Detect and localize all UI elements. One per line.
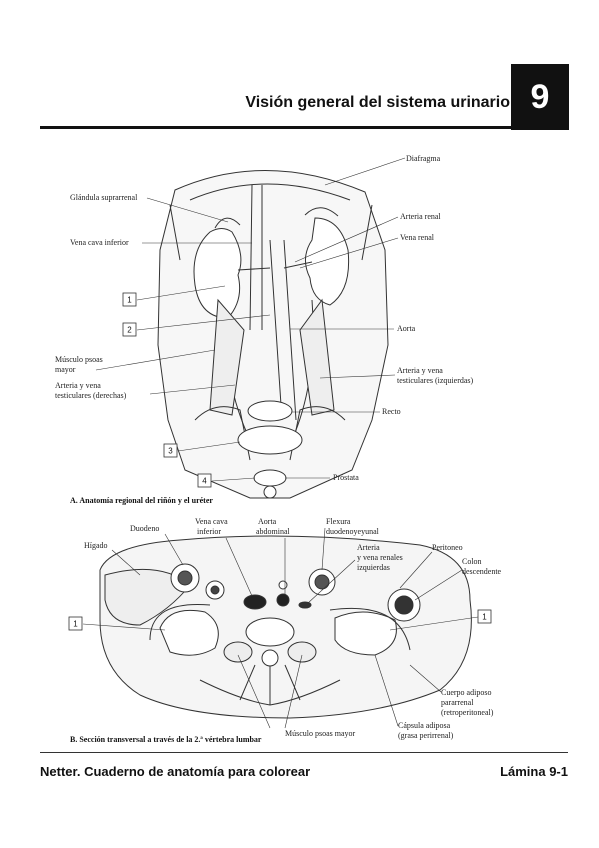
label-colon-line1: Colon — [462, 557, 482, 566]
label-flexura-line2: duodenoyeyunal — [326, 527, 380, 536]
label-vena-renal: Vena renal — [400, 233, 435, 242]
svg-text:3: 3 — [168, 447, 173, 456]
footer-book-title: Netter. Cuaderno de anatomía para colore… — [40, 764, 311, 779]
label-psoas-line2: mayor — [55, 365, 76, 374]
label-art-renales-line1: Arteria — [357, 543, 380, 552]
chapter-number: 9 — [511, 64, 569, 130]
label-duodeno: Duodeno — [130, 524, 159, 533]
label-aorta-line2: abdominal — [256, 527, 291, 536]
figure-b-drawing — [99, 535, 472, 719]
figure-a-box-2: 2 — [122, 322, 137, 337]
label-art-vena-der-line2: testiculares (derechas) — [55, 391, 127, 400]
figure-b-leaders — [82, 527, 479, 729]
svg-text:4: 4 — [202, 477, 207, 486]
figure-a-leaders — [95, 157, 406, 482]
svg-text:2: 2 — [127, 326, 132, 335]
label-cuerpo-line2: pararrenal — [441, 698, 474, 707]
figure-a-caption: A. Anatomía regional del riñón y el urét… — [70, 496, 213, 505]
label-art-vena-izq-line1: Arteria y vena — [397, 366, 443, 375]
label-peritoneo: Peritoneo — [432, 543, 463, 552]
figure-a-box-4: 4 — [197, 473, 212, 488]
label-aorta: Aorta — [397, 324, 416, 333]
label-capsula-line2: (grasa perirrenal) — [398, 731, 454, 740]
label-cuerpo-line1: Cuerpo adiposo — [441, 688, 491, 697]
figure-a-box-1: 1 — [122, 292, 137, 307]
header-rule — [40, 126, 512, 129]
label-colon-line2: descendente — [462, 567, 502, 576]
page-title: Visión general del sistema urinario — [245, 94, 510, 111]
label-recto: Recto — [382, 407, 401, 416]
figure-a-box-3: 3 — [163, 443, 178, 458]
label-art-vena-izq-line2: testiculares (izquierdas) — [397, 376, 474, 385]
svg-text:1: 1 — [127, 296, 132, 305]
label-vena-cava-line2: inferior — [197, 527, 221, 536]
figure-b-box-1-right: 1 — [477, 609, 492, 624]
label-prostata: Próstata — [333, 473, 359, 482]
label-diafragma: Diafragma — [406, 154, 441, 163]
label-psoas-line1: Músculo psoas — [55, 355, 103, 364]
figure-b-caption: B. Sección transversal a través de la 2.… — [70, 735, 262, 744]
label-flexura-line1: Flexura — [326, 517, 351, 526]
label-higado: Hígado — [84, 541, 108, 550]
label-cuerpo-line3: (retroperitoneal) — [441, 708, 494, 717]
label-vena-cava-inferior: Vena cava inferior — [70, 238, 129, 247]
label-arteria-renal: Arteria renal — [400, 212, 441, 221]
svg-text:1: 1 — [73, 620, 78, 629]
figure-a-drawing — [157, 170, 389, 499]
label-vena-cava-line1: Vena cava — [195, 517, 228, 526]
figure-b-box-1-left: 1 — [68, 616, 83, 631]
label-capsula-line1: Cápsula adiposa — [398, 721, 451, 730]
label-psoas-mayor: Músculo psoas mayor — [285, 729, 356, 738]
label-aorta-line1: Aorta — [258, 517, 277, 526]
label-art-vena-der-line1: Arteria y vena — [55, 381, 101, 390]
label-art-renales-line2: y vena renales — [357, 553, 403, 562]
label-art-renales-line3: izquierdas — [357, 563, 390, 572]
label-glandula-suprarrenal: Glándula suprarrenal — [70, 193, 138, 202]
svg-text:1: 1 — [482, 613, 487, 622]
footer-rule — [40, 752, 568, 753]
footer-plate-number: Lámina 9-1 — [500, 764, 568, 779]
